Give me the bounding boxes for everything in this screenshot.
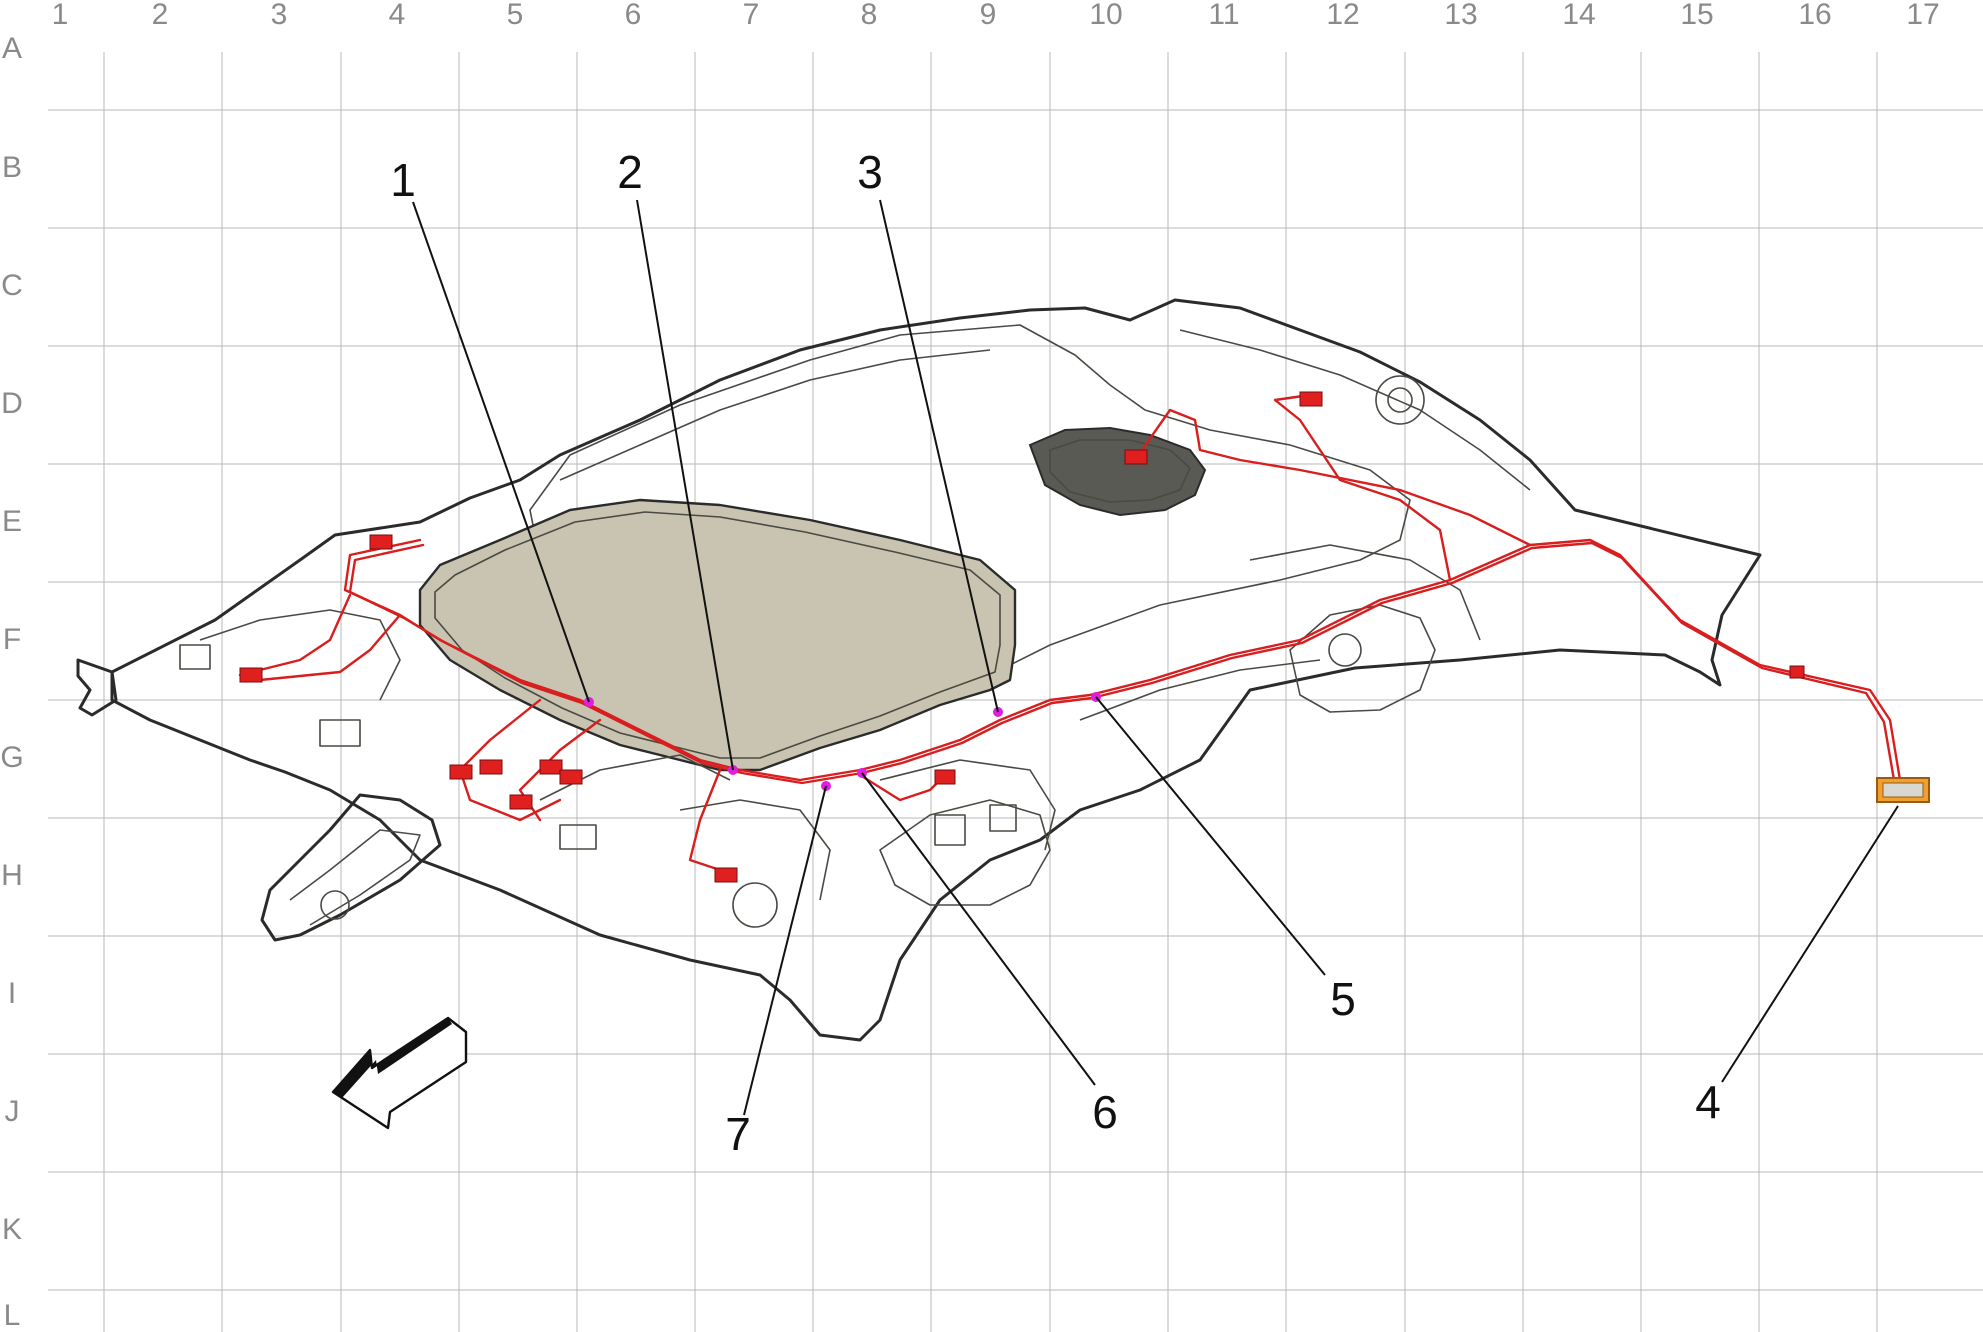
- roof-headliner: [76, 298, 1762, 1042]
- connector: [239, 667, 263, 683]
- connector: [934, 769, 956, 785]
- sunroof-opening: [418, 498, 1017, 772]
- rear-right-lamp-pocket: [1289, 604, 1436, 713]
- connector: [509, 794, 533, 810]
- callout-leader-4: [1721, 805, 1899, 1083]
- grid-row-label: H: [1, 859, 23, 892]
- callout-number: 5: [1330, 973, 1356, 1025]
- end-connector-face: [1882, 782, 1924, 798]
- grid-column-label: 4: [389, 0, 406, 31]
- grid-row-label: E: [2, 505, 22, 538]
- callout-labels: 1 2 3 4 5 6 7: [390, 146, 1721, 1160]
- reference-grid: [48, 52, 1983, 1332]
- callout-number: 6: [1092, 1086, 1118, 1138]
- grid-column-label: 1: [52, 0, 69, 31]
- connector: [1789, 665, 1805, 679]
- antenna-mount: [1375, 375, 1425, 425]
- grid-column-label: 11: [1208, 0, 1239, 31]
- callout-leader-2: [636, 199, 734, 771]
- front-direction-arrow-icon: [331, 1016, 468, 1130]
- grid-column-label: 3: [271, 0, 288, 31]
- callout-number: 4: [1695, 1076, 1721, 1128]
- front-lamp-mount: [732, 882, 778, 928]
- callout-number: 7: [725, 1108, 751, 1160]
- grid-column-label: 16: [1798, 0, 1831, 31]
- grid-column-label: 8: [861, 0, 878, 31]
- headliner-outline: [76, 298, 1762, 1042]
- callout-leader-7: [743, 785, 827, 1116]
- visor-pivot: [320, 890, 350, 920]
- clip: [179, 644, 211, 670]
- callout-leader-6: [861, 772, 1096, 1086]
- connector: [714, 867, 738, 883]
- connector: [369, 534, 393, 550]
- grid-row-label: I: [8, 977, 16, 1010]
- connector: [559, 769, 583, 785]
- clip: [319, 719, 361, 747]
- connector: [449, 764, 473, 780]
- callout-number: 2: [617, 146, 643, 198]
- grid-row-label: G: [0, 741, 23, 774]
- grid-row-label: D: [1, 387, 23, 420]
- lamp-socket: [989, 804, 1017, 832]
- grid-column-label: 9: [980, 0, 997, 31]
- harness-front-branch: [458, 698, 562, 822]
- callout-leader-3: [879, 199, 999, 713]
- harness-dome-branch: [1133, 408, 1532, 547]
- front-left-lamp-pocket: [879, 799, 1051, 906]
- callout-leaders: [412, 199, 1899, 1116]
- sun-visor: [260, 793, 442, 942]
- grid-column-label: 12: [1326, 0, 1359, 31]
- harness-left-branch: [238, 593, 352, 677]
- grid-column-label: 10: [1089, 0, 1122, 31]
- grid-row-label: A: [2, 32, 22, 65]
- grid-row-label: B: [2, 151, 22, 184]
- connector: [1124, 449, 1148, 465]
- lamp-socket: [934, 814, 966, 846]
- grid-column-label: 14: [1562, 0, 1595, 31]
- clip: [559, 824, 597, 850]
- connector: [479, 759, 503, 775]
- grid-column-label: 13: [1444, 0, 1477, 31]
- grid-column-label: 2: [152, 0, 169, 31]
- callout-leader-5: [1095, 696, 1326, 976]
- grid-row-label: C: [1, 269, 23, 302]
- callout-number: 3: [857, 146, 883, 198]
- grid-column-label: 7: [743, 0, 760, 31]
- connector: [539, 759, 563, 775]
- callout-leader-1: [412, 201, 590, 703]
- coat-hook: [1328, 633, 1362, 667]
- grid-column-label: 17: [1906, 0, 1939, 31]
- grid-row-label: L: [4, 1299, 21, 1332]
- grid-row-label: J: [5, 1095, 20, 1128]
- grid-column-label: 15: [1680, 0, 1713, 31]
- grid-column-label: 5: [507, 0, 524, 31]
- connector: [1299, 391, 1323, 407]
- grid-column-label: 6: [625, 0, 642, 31]
- callout-number: 1: [390, 154, 416, 206]
- grid-row-label: K: [2, 1213, 22, 1246]
- grid-row-label: F: [3, 623, 21, 656]
- antenna-base: [1387, 387, 1413, 413]
- roof-wiring-harness: [238, 391, 1930, 883]
- grid-labels: 1 2 3 4 5 6 7 8 9 10 11 12 13 14 15 16 1…: [0, 0, 1939, 1332]
